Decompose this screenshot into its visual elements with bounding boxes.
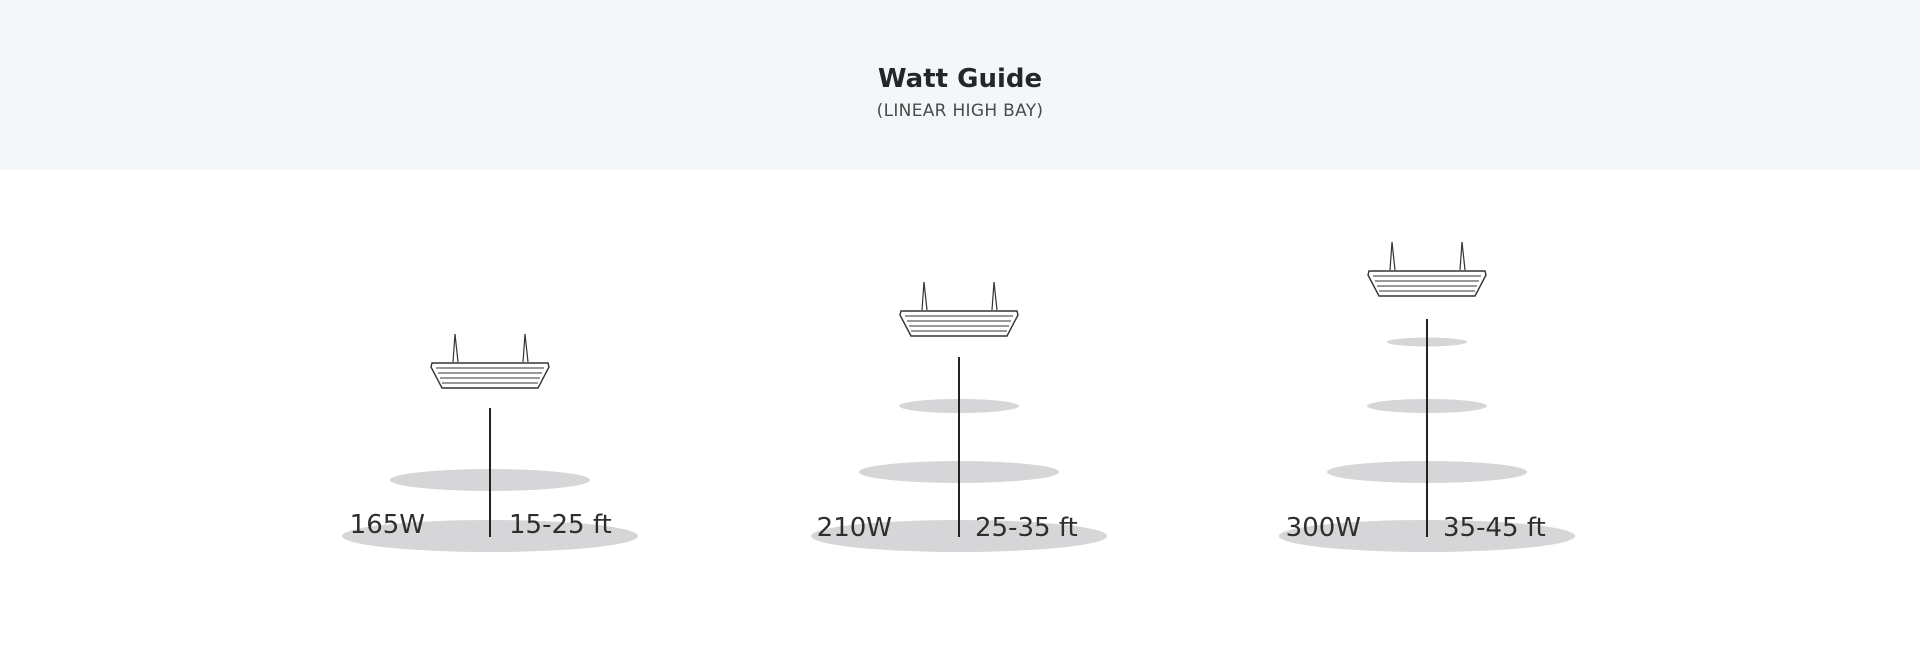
watt-unit-210w: 210W 25-35 ft: [799, 170, 1119, 570]
height-range-label: 35-45 ft: [1443, 513, 1546, 543]
linear-high-bay-fixture-icon: [430, 333, 550, 389]
linear-high-bay-fixture-icon: [899, 281, 1019, 337]
page-title: Watt Guide: [877, 64, 1043, 94]
unit-diagram: [342, 333, 638, 552]
header-banner: Watt Guide (LINEAR HIGH BAY): [0, 0, 1920, 170]
linear-high-bay-fixture-icon: [1367, 241, 1487, 297]
wattage-label: 210W: [816, 513, 892, 543]
height-range-label: 25-35 ft: [975, 513, 1078, 543]
watt-unit-300w: 300W 35-45 ft: [1267, 170, 1587, 570]
height-range-label: 15-25 ft: [509, 510, 612, 540]
page-subtitle: (LINEAR HIGH BAY): [876, 101, 1044, 121]
wattage-label: 165W: [349, 510, 425, 540]
wattage-label: 300W: [1285, 513, 1361, 543]
watt-unit-165w: 165W 15-25 ft: [330, 170, 650, 570]
unit-diagram: [811, 281, 1107, 552]
unit-diagram: [1279, 241, 1575, 552]
